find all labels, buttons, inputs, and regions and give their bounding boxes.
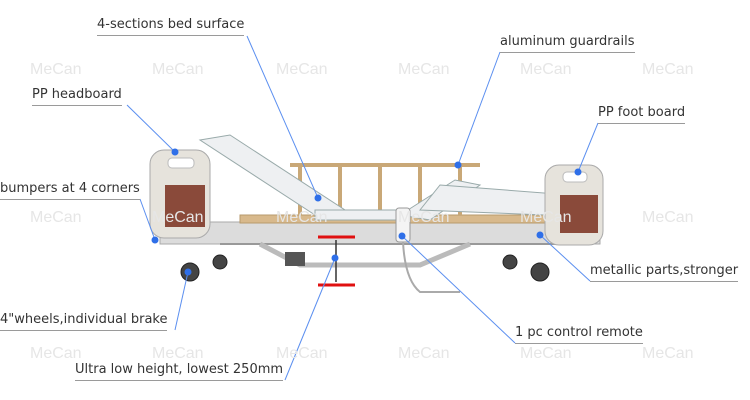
bed-deck xyxy=(198,134,572,221)
label-bed-surface: 4-sections bed surface xyxy=(97,17,245,36)
label-guardrails: aluminum guardrails xyxy=(500,34,635,53)
headboard xyxy=(149,149,211,239)
label-wheels: 4"wheels,individual brake xyxy=(0,312,168,331)
footboard xyxy=(544,164,604,246)
label-low-height: Ultra low height, lowest 250mm xyxy=(75,362,284,381)
wheels xyxy=(180,254,550,282)
label-footboard: PP foot board xyxy=(598,105,686,124)
control-remote xyxy=(395,207,460,293)
leader-dots xyxy=(151,148,582,276)
leader-lines xyxy=(126,35,599,381)
label-bumpers: bumpers at 4 corners xyxy=(0,181,140,200)
label-metallic-parts: metallic parts,stronger xyxy=(590,263,739,282)
label-headboard: PP headboard xyxy=(32,87,122,106)
label-control-remote: 1 pc control remote xyxy=(515,325,643,344)
